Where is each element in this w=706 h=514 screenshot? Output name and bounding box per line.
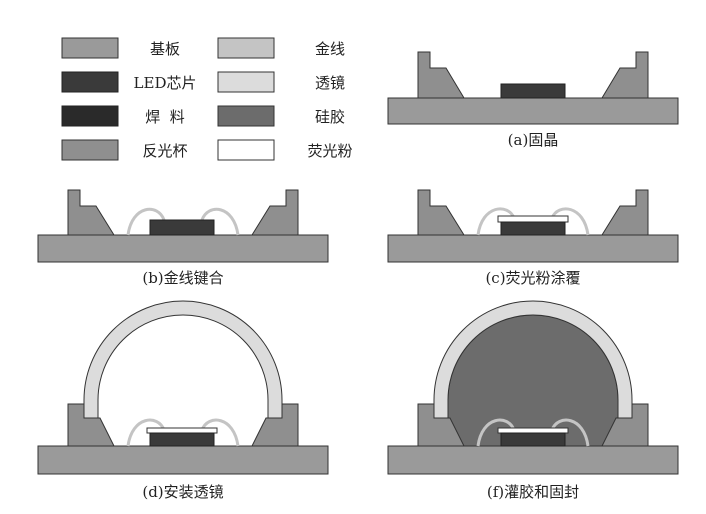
gold-wire-right <box>550 418 590 447</box>
lens-dome <box>83 300 283 419</box>
legend-swatch-solder <box>61 105 119 127</box>
caption-f: (f)灌胶和固封 <box>487 483 579 501</box>
reflector-cup-left <box>417 51 465 99</box>
gold-wire-right <box>550 207 590 236</box>
caption-b: (b)金线键合 <box>142 269 223 287</box>
legend-swatch-silicone <box>217 105 275 127</box>
legend-swatch-led-chip <box>61 71 119 93</box>
gold-wire-left <box>126 207 166 236</box>
legend: 基板 LED芯片 焊 料 反光杯 金线 透镜 硅胶 荧光粉 <box>61 37 353 161</box>
gold-wire-left <box>126 418 166 447</box>
legend-swatch-lens <box>217 71 275 93</box>
legend-label-silicone: 硅胶 <box>315 108 345 126</box>
panel-a-die-attach: (a)固晶 <box>387 51 679 149</box>
reflector-cup-left <box>417 189 465 236</box>
legend-label-lens: 透镜 <box>315 74 345 92</box>
legend-label-solder: 焊 料 <box>145 108 185 126</box>
led-chip <box>500 221 566 236</box>
legend-label-reflector-cup: 反光杯 <box>142 142 187 160</box>
phosphor-layer <box>497 427 569 434</box>
caption-a: (a)固晶 <box>508 131 559 149</box>
substrate <box>37 445 329 475</box>
legend-swatch-substrate <box>61 37 119 59</box>
legend-label-substrate: 基板 <box>150 40 180 58</box>
legend-label-phosphor: 荧光粉 <box>307 142 352 160</box>
substrate <box>37 234 329 263</box>
led-chip <box>500 432 566 447</box>
reflector-cup-right <box>601 51 649 99</box>
reflector-cup-left <box>67 403 115 447</box>
caption-d: (d)安装透镜 <box>142 483 223 501</box>
legend-label-gold-wire: 金线 <box>315 40 345 58</box>
legend-swatch-reflector-cup <box>61 139 119 161</box>
reflector-cup-right <box>251 403 299 447</box>
panel-c-phosphor-coating: (c)荧光粉涂覆 <box>387 189 679 287</box>
led-chip <box>149 432 215 447</box>
panel-f-encapsulation: (f)灌胶和固封 <box>387 300 679 501</box>
reflector-cup-right <box>601 189 649 236</box>
reflector-cup-right <box>601 403 649 447</box>
substrate <box>387 234 679 263</box>
phosphor-layer <box>146 427 218 434</box>
reflector-cup-right <box>251 189 299 236</box>
gold-wire-right <box>200 207 240 236</box>
led-chip <box>500 83 566 99</box>
legend-label-led-chip: LED芯片 <box>134 74 197 92</box>
legend-swatch-phosphor <box>217 139 275 161</box>
gold-wire-left <box>476 207 516 236</box>
panel-d-lens-mounting: (d)安装透镜 <box>37 300 329 501</box>
caption-c: (c)荧光粉涂覆 <box>485 269 580 287</box>
reflector-cup-left <box>67 189 115 236</box>
legend-swatch-gold-wire <box>217 37 275 59</box>
substrate <box>387 97 679 125</box>
reflector-cup-left <box>417 403 465 447</box>
panel-b-wire-bonding: (b)金线键合 <box>37 189 329 287</box>
led-chip <box>149 219 215 236</box>
phosphor-layer <box>497 215 569 223</box>
gold-wire-right <box>200 418 240 447</box>
gold-wire-left <box>476 418 516 447</box>
substrate <box>387 445 679 475</box>
